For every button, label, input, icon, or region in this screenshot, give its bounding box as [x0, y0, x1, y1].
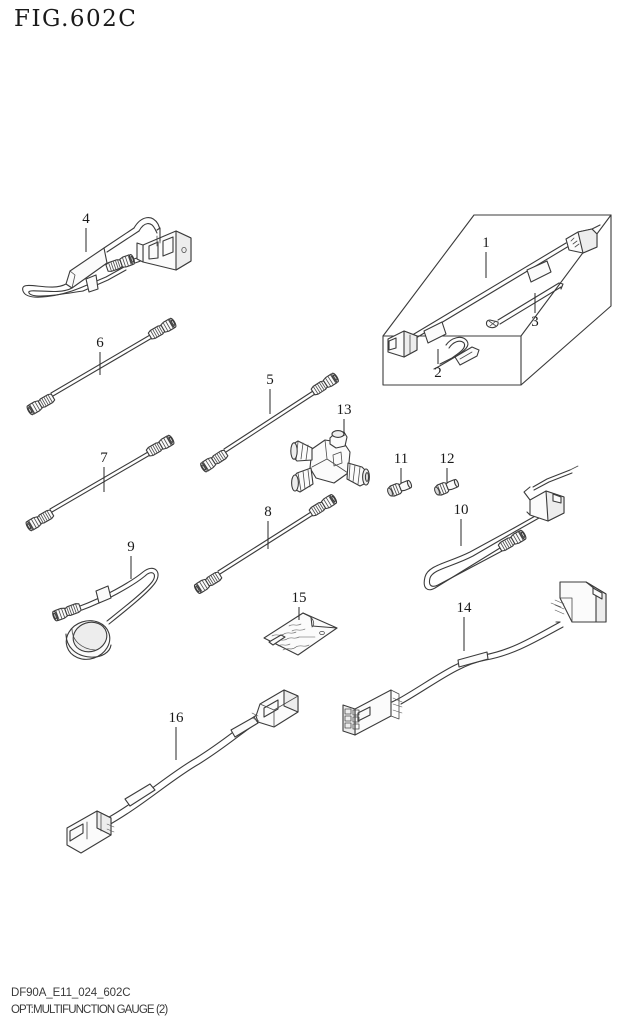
callout-9: 9 [127, 539, 135, 555]
part-9-round-sender-cable [51, 567, 159, 660]
part-10-looped-sensor-lead [423, 465, 579, 591]
figure-footer: DF90A_E11_024_602C OPT:MULTIFUNCTION GAU… [11, 985, 168, 1019]
callout-16: 16 [168, 710, 184, 726]
part-11-terminator-cap [387, 477, 414, 498]
part-7-extension-cable [24, 433, 176, 533]
part-5-extension-cable [198, 371, 341, 474]
callout-14: 14 [456, 600, 472, 616]
callout-1: 1 [482, 235, 490, 251]
callout-2: 2 [434, 365, 442, 381]
callout-3: 3 [531, 314, 539, 330]
part-16-connector-cable [66, 689, 299, 854]
page-title: FIG.602C [14, 6, 138, 32]
callout-6: 6 [96, 335, 104, 351]
callout-11: 11 [393, 451, 409, 467]
callout-7: 7 [100, 450, 108, 466]
callout-13: 13 [336, 402, 352, 418]
part-8-extension-cable [192, 493, 339, 595]
callout-12: 12 [439, 451, 455, 467]
footer-description: OPT:MULTIFUNCTION GAUGE (2) [11, 1004, 168, 1016]
part-4-switch-panel-cable [22, 217, 192, 298]
callout-4: 4 [82, 211, 90, 227]
callout-8: 8 [264, 504, 272, 520]
callout-10: 10 [453, 502, 469, 518]
callout-5: 5 [266, 372, 274, 388]
part-6-extension-cable [25, 316, 178, 417]
part-15-label-sticker [263, 612, 338, 656]
part-14-wiring-harness [342, 581, 607, 736]
leader-lines [85, 228, 536, 760]
callout-15: 15 [291, 590, 307, 606]
footer-code: DF90A_E11_024_602C [11, 987, 131, 999]
part-13-tee-junction [290, 430, 370, 493]
part-1-boxed-harness [382, 214, 612, 386]
part-12-terminator-cap [434, 476, 461, 497]
